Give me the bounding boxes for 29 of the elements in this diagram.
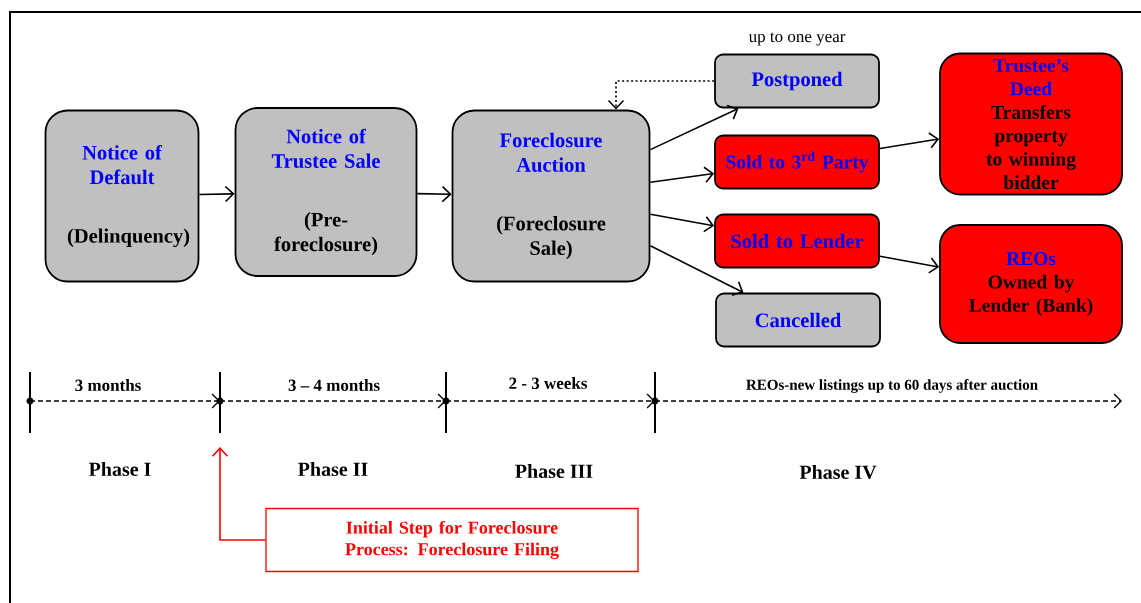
phase-label: Phase IV (798, 463, 878, 481)
callout-box: Initial Step for Foreclosure Process: Foreclosure Filing (265, 507, 639, 573)
duration-label: 2 - 3 weeks (507, 376, 589, 390)
result-box: Trustee’s Deed Transfers property to winning bidder (939, 52, 1123, 196)
leader-arrow (211, 447, 267, 541)
duration-label: 3 – 4 months (286, 378, 382, 392)
arrow (607, 80, 715, 110)
phase-label: Phase II (296, 460, 370, 478)
arrow (198, 185, 235, 203)
result-box: REOs Owned by Lender (Bank) (939, 224, 1123, 344)
outcome-box: Cancelled (715, 292, 881, 348)
arrow (649, 213, 715, 233)
outcome-box: Sold to Lender (714, 213, 880, 269)
arrow (879, 132, 940, 150)
phase-box: Foreclosure Auction (Foreclosure Sale) (451, 109, 651, 283)
arrow (649, 166, 715, 184)
duration-label: up to one year (748, 32, 846, 46)
phase-label: Phase III (513, 462, 595, 480)
duration-label: REOs-new listings up to 60 days after auction (744, 378, 1040, 394)
duration-label: 3 months (73, 378, 143, 392)
phase-box: Notice of Trustee Sale (Pre-foreclosure) (234, 107, 418, 277)
outcome-box: Sold to 3$^{rd}$ Party (714, 134, 880, 190)
arrow (416, 185, 452, 203)
phase-label: Phase I (87, 460, 153, 478)
arrow (879, 255, 940, 274)
phase-box: Notice of Default (Delinquency) (44, 109, 200, 283)
outcome-box: Postponed (714, 53, 880, 109)
arrow (649, 104, 739, 151)
arrow (649, 245, 744, 296)
